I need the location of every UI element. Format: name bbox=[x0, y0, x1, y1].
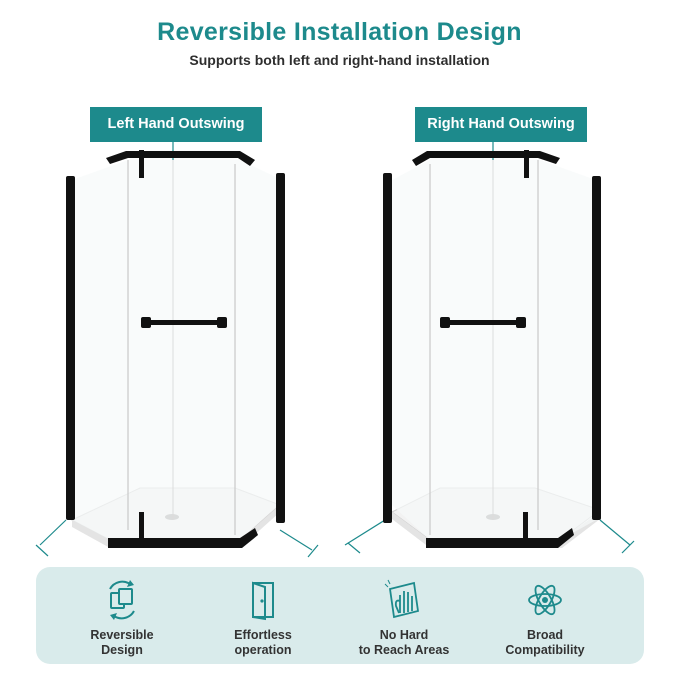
hand-wipe-icon bbox=[384, 579, 420, 619]
feature-no-hard-reach-line1: No Hard bbox=[379, 628, 429, 642]
feature-effortless-line2: operation bbox=[234, 643, 292, 657]
feature-broad-compatibility-line1: Broad bbox=[526, 628, 564, 642]
feature-reversible: Reversible Design bbox=[57, 579, 187, 658]
feature-no-hard-reach-line2: to Reach Areas bbox=[358, 643, 450, 657]
feature-effortless: Effortless operation bbox=[198, 579, 328, 658]
reverse-arrows-icon bbox=[109, 580, 135, 620]
left-hand-outswing-label: Left Hand Outswing bbox=[90, 107, 262, 142]
door-icon bbox=[252, 581, 274, 621]
left-frame bbox=[66, 150, 285, 548]
feature-no-hard-reach: No Hard to Reach Areas bbox=[339, 579, 469, 658]
left-glass-panels bbox=[72, 160, 278, 540]
feature-effortless-line1: Effortless bbox=[234, 628, 292, 642]
page-title: Reversible Installation Design bbox=[157, 18, 522, 46]
left-towel-bar bbox=[141, 317, 227, 328]
right-glass-panels bbox=[392, 160, 596, 540]
right-frame bbox=[383, 150, 601, 548]
feature-reversible-line1: Reversible bbox=[90, 628, 154, 642]
right-towel-bar bbox=[440, 317, 526, 328]
page-subtitle: Supports both left and right-hand instal… bbox=[189, 52, 490, 68]
feature-reversible-line2: Design bbox=[101, 643, 143, 657]
feature-broad-compatibility-line2: Compatibility bbox=[505, 643, 585, 657]
feature-broad-compatibility: Broad Compatibility bbox=[480, 579, 610, 658]
feature-panel: Reversible Design Effortless operation bbox=[36, 567, 644, 664]
right-hand-outswing-label: Right Hand Outswing bbox=[415, 107, 587, 142]
atom-icon bbox=[528, 584, 562, 616]
